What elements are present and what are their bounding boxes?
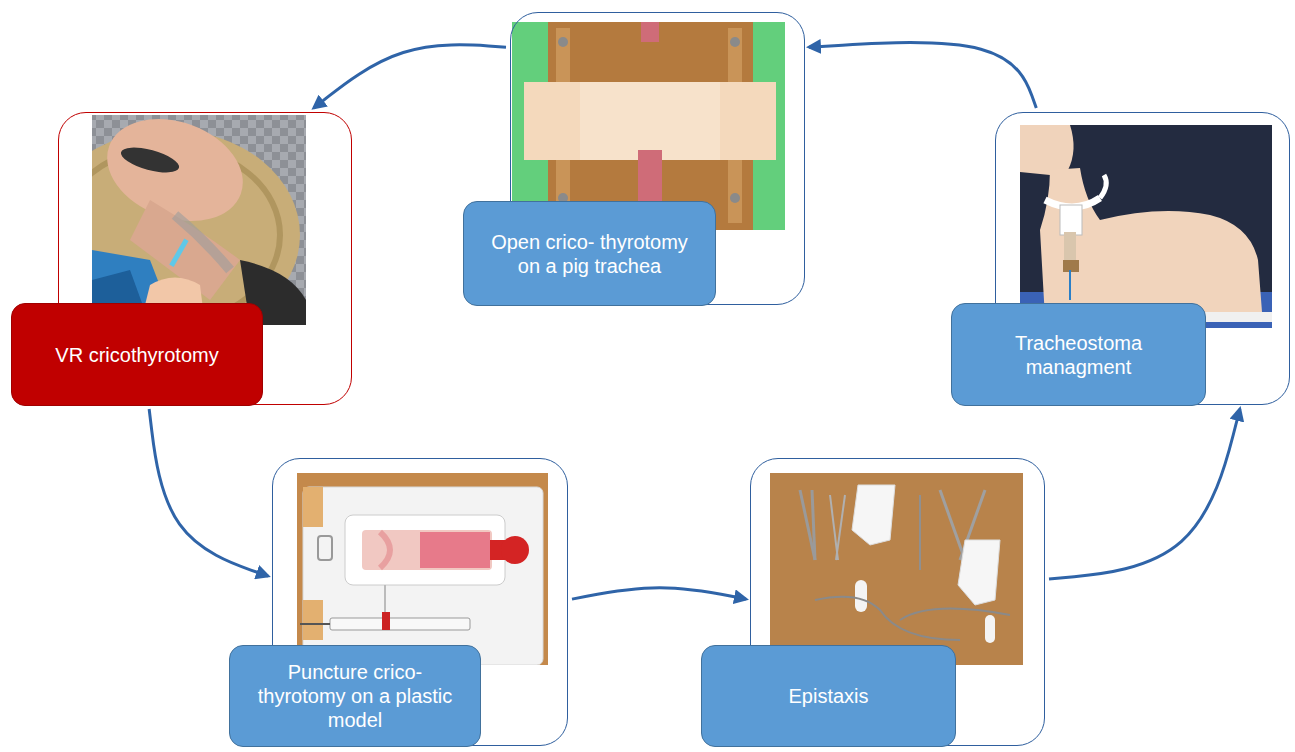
image-card: Puncture crico- thyrotomy on a plastic m…: [272, 458, 568, 746]
card-caption: Epistaxis: [788, 684, 868, 708]
caption-box: Puncture crico- thyrotomy on a plastic m…: [229, 645, 481, 747]
card-caption: Open crico- thyrotomy on a pig trachea: [488, 230, 691, 278]
caption-box: VR cricothyrotomy: [11, 303, 263, 406]
card-caption: Tracheostoma managment: [976, 331, 1181, 379]
cycle-arrow: [572, 588, 746, 599]
plastic-model: [297, 473, 548, 665]
card-caption: Puncture crico- thyrotomy on a plastic m…: [254, 660, 456, 732]
tracheostoma-mannequin: [1020, 125, 1272, 328]
pig-trachea-board: [512, 22, 785, 230]
cycle-arrow: [1049, 409, 1240, 579]
caption-box: Epistaxis: [701, 645, 956, 747]
cycle-arrow: [314, 45, 506, 108]
vr-scene: [92, 115, 306, 325]
cycle-arrow: [149, 409, 268, 576]
image-card: VR cricothyrotomy: [58, 112, 352, 405]
caption-box: Tracheostoma managment: [951, 303, 1206, 406]
epistaxis-instruments: [770, 473, 1023, 665]
card-caption: VR cricothyrotomy: [55, 343, 218, 367]
image-card: Open crico- thyrotomy on a pig trachea: [510, 12, 805, 305]
caption-box: Open crico- thyrotomy on a pig trachea: [463, 201, 716, 306]
image-card: Tracheostoma managment: [995, 112, 1290, 405]
cycle-arrow: [809, 43, 1036, 108]
image-card: Epistaxis: [750, 458, 1045, 746]
